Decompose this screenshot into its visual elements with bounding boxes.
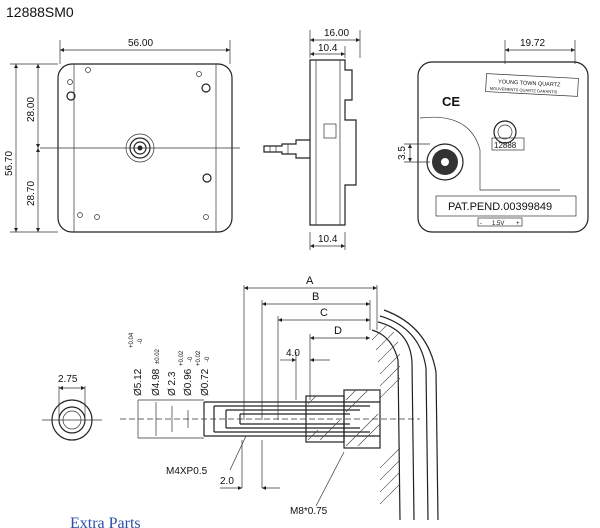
svg-text:+: +: [516, 221, 520, 227]
side-body: [309, 59, 357, 226]
shaft-detail: A B C D 4.0: [42, 275, 439, 521]
front-view: 56.00 56.70 28.00 28.70: [4, 38, 240, 233]
movement-code: 12888: [494, 141, 517, 150]
length-label: 4.0: [286, 348, 300, 359]
side-depth-label: 16.00: [324, 28, 349, 39]
dim-letter-b: B: [312, 291, 319, 303]
model-code: 12888SM0: [6, 4, 74, 20]
side-view: 16.00 10.4 10.4: [263, 28, 361, 250]
screw-hole-br: [202, 173, 212, 183]
thread-inner-label: M4XP0.5: [166, 466, 208, 477]
dim-letter-c: C: [320, 307, 328, 319]
code-dial: [493, 120, 517, 144]
front-height-label: 56.70: [4, 151, 15, 176]
dia-4: Ø0.96: [183, 368, 194, 396]
screw-hole-tl: [66, 91, 76, 101]
endview-label: 2.75: [58, 374, 78, 385]
svg-text:-: -: [480, 221, 482, 227]
side-bottom-label: 10.4: [318, 234, 338, 245]
dia-1: Ø5.12: [133, 368, 144, 396]
back-view: 19.72 YOUNG TOWN QUARTZ MOUVEMENTS QUART…: [397, 38, 589, 233]
svg-text:+0.02: +0.02: [196, 350, 202, 366]
back-body: [417, 61, 589, 233]
ce-mark: CE: [442, 94, 460, 109]
gear-dim-label: 3.5: [397, 146, 408, 160]
patent-text: PAT.PEND.00399849: [448, 201, 552, 213]
dim-letter-a: A: [306, 275, 314, 287]
svg-text:±0.02: ±0.02: [155, 348, 161, 364]
bottom-len-label: 2.0: [220, 476, 234, 487]
side-body-label: 10.4: [318, 43, 338, 54]
brand-line2: MOUVEMENTS QUARTZ GARANTIS: [490, 86, 558, 95]
svg-text:-0: -0: [205, 356, 211, 362]
svg-text:+0.04: +0.04: [129, 332, 135, 348]
svg-text:-0: -0: [138, 338, 144, 344]
brand-line1: YOUNG TOWN QUARTZ: [498, 79, 561, 88]
side-shaft: [263, 139, 310, 159]
front-lower-label: 28.70: [26, 181, 37, 206]
dia-3: Ø 2.3: [167, 371, 178, 396]
screw-hole-tr: [201, 83, 211, 93]
dia-2: Ø4.98: [151, 368, 162, 396]
housing-outline: [371, 329, 401, 521]
svg-text:-0: -0: [188, 356, 194, 362]
dim-letter-d: D: [334, 325, 342, 337]
front-upper-label: 28.00: [26, 97, 37, 122]
footer-extra-parts: Extra Parts: [70, 515, 141, 528]
battery-label: 1.5V: [492, 221, 504, 227]
dia-5: Ø0.72: [200, 368, 211, 396]
svg-text:+0.02: +0.02: [179, 350, 185, 366]
back-offset-label: 19.72: [520, 38, 545, 49]
front-width-label: 56.00: [128, 38, 153, 49]
thread-outer-label: M8*0.75: [290, 506, 328, 517]
